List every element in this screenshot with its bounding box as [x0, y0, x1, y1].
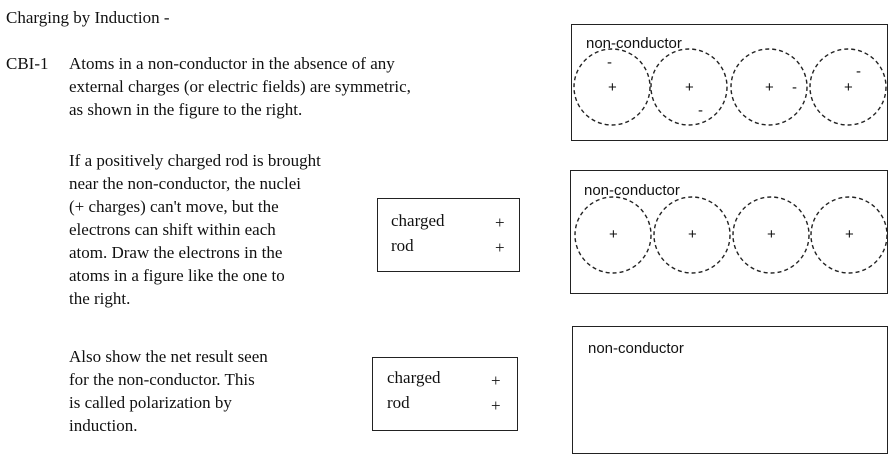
- atom-circle: [650, 48, 728, 126]
- atom-row: [574, 196, 888, 274]
- atom-circle: [573, 48, 651, 126]
- paragraph-2-line: the right.: [69, 289, 131, 308]
- atom-circle: [574, 196, 652, 274]
- paragraph-1: Atoms in a non-conductor in the absence …: [69, 52, 411, 121]
- plus-sign: +: [491, 396, 501, 415]
- atom-circle: [732, 196, 810, 274]
- plus-sign: +: [495, 238, 505, 257]
- plus-sign: +: [495, 213, 505, 232]
- paragraph-2-line: electrons can shift within each: [69, 220, 276, 239]
- atom-circle: [810, 196, 888, 274]
- atom-circle: [653, 196, 731, 274]
- paragraph-1-line: as shown in the figure to the right.: [69, 100, 303, 119]
- electron-minus: -: [792, 79, 797, 96]
- paragraph-2-line: If a positively charged rod is brought: [69, 151, 321, 170]
- paragraph-3: Also show the net result seen for the no…: [69, 345, 268, 437]
- nucleus-plus: +: [688, 226, 697, 243]
- paragraph-3-line: Also show the net result seen: [69, 347, 268, 366]
- figure-label: non-conductor: [584, 182, 680, 199]
- paragraph-1-line: external charges (or electric fields) ar…: [69, 77, 411, 96]
- nucleus-plus: +: [844, 79, 853, 96]
- paragraph-3-line: is called polarization by: [69, 393, 232, 412]
- non-conductor-figure-1: non-conductor + + + + - - - -: [571, 24, 888, 141]
- non-conductor-figure-3: non-conductor: [572, 326, 888, 454]
- problem-id: CBI-1: [6, 54, 49, 73]
- paragraph-2-line: atom. Draw the electrons in the: [69, 243, 283, 262]
- nucleus-plus: +: [608, 79, 617, 96]
- plus-sign: +: [491, 371, 501, 390]
- nucleus-plus: +: [609, 226, 618, 243]
- page-title: Charging by Induction -: [6, 8, 170, 27]
- rod-label: rod: [391, 236, 414, 255]
- electron-minus: -: [698, 102, 703, 119]
- non-conductor-figure-2: non-conductor + + + +: [570, 170, 888, 294]
- paragraph-3-line: induction.: [69, 416, 138, 435]
- electron-minus: -: [607, 54, 612, 71]
- nucleus-plus: +: [845, 226, 854, 243]
- nucleus-plus: +: [765, 79, 774, 96]
- rod-label: charged: [387, 368, 441, 387]
- atom-circle: [809, 48, 887, 126]
- charged-rod-2: charged rod + +: [372, 357, 518, 431]
- rod-label: charged: [391, 211, 445, 230]
- nucleus-plus: +: [767, 226, 776, 243]
- paragraph-3-line: for the non-conductor. This: [69, 370, 255, 389]
- paragraph-1-line: Atoms in a non-conductor in the absence …: [69, 54, 395, 73]
- charged-rod-1: charged rod + +: [377, 198, 520, 272]
- paragraph-2-line: near the non-conductor, the nuclei: [69, 174, 302, 193]
- figure-label: non-conductor: [586, 35, 682, 52]
- nucleus-plus: +: [685, 79, 694, 96]
- rod-label: rod: [387, 393, 410, 412]
- paragraph-2-line: atoms in a figure like the one to: [69, 266, 285, 285]
- paragraph-2-line: (+ charges) can't move, but the: [69, 197, 279, 216]
- atom-circle: [730, 48, 808, 126]
- electron-minus: -: [856, 63, 861, 80]
- paragraph-2: If a positively charged rod is brought n…: [69, 149, 321, 310]
- figure-label: non-conductor: [588, 340, 684, 357]
- atom-row: [573, 48, 887, 126]
